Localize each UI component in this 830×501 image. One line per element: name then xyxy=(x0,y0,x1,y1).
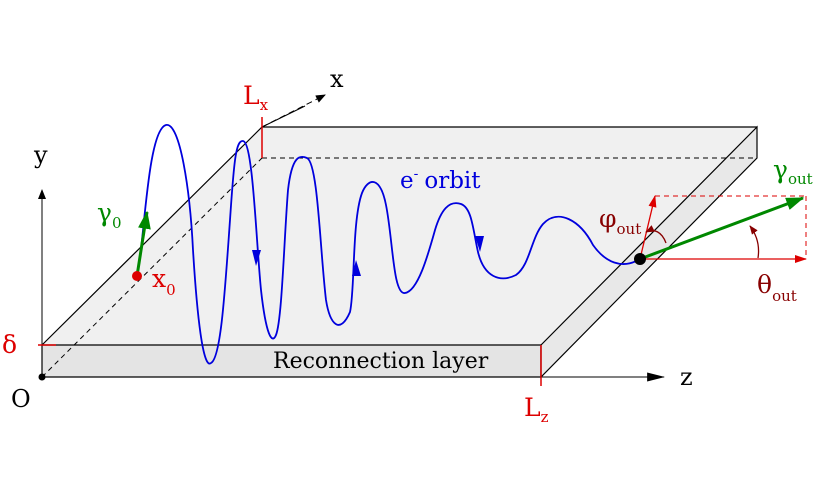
orbit-arrow-icon xyxy=(475,236,484,252)
origin-label: O xyxy=(11,385,31,413)
x-axis xyxy=(261,94,326,128)
gamma0-label: γ0 xyxy=(97,198,122,232)
orbit-arrow-icon xyxy=(352,260,361,276)
slab-top-face xyxy=(42,127,757,345)
lx-label: Lx xyxy=(243,81,269,114)
phi-angle-arc xyxy=(645,225,667,244)
orbit-arrow-icon xyxy=(252,250,261,266)
hidden-edge-bottom-left xyxy=(41,157,263,378)
x0-label: x0 xyxy=(152,264,176,299)
orbit-label: e-orbit xyxy=(400,166,481,194)
theta-out-label: θout xyxy=(757,270,797,305)
gamma-out-label: γout xyxy=(773,155,813,188)
theta-angle-arc xyxy=(749,225,760,259)
layer-label: Reconnection layer xyxy=(273,349,489,374)
phi-out-label: φout xyxy=(599,204,641,238)
gamma0-vector xyxy=(135,210,151,277)
electron-orbit xyxy=(136,124,641,365)
z-axis-label: z xyxy=(680,363,693,391)
y-axis-label: y xyxy=(33,141,48,169)
start-point-icon xyxy=(132,271,142,281)
gamma-out-vector xyxy=(639,196,805,261)
x-axis-label: x xyxy=(330,65,344,93)
end-point-icon xyxy=(634,253,646,265)
origin-point xyxy=(38,373,46,381)
delta-label: δ xyxy=(2,330,17,359)
lz-label: Lz xyxy=(524,393,549,426)
